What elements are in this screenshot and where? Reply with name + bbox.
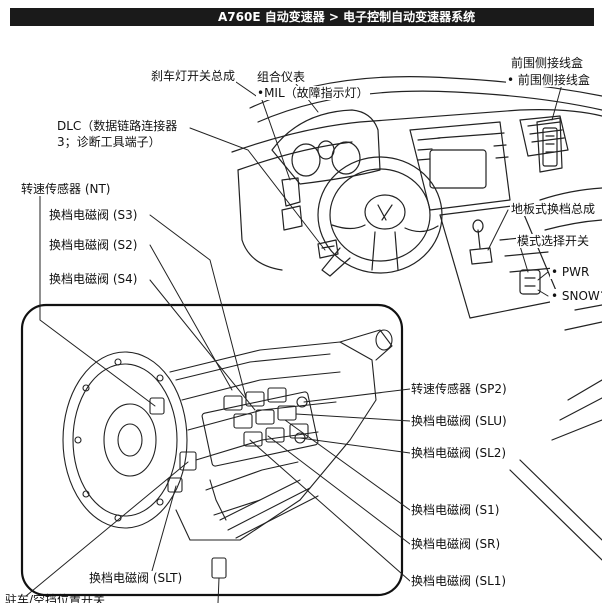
- label-combination-meter: 组合仪表: [256, 70, 307, 84]
- label-mode-snow: • SNOW: [550, 289, 601, 303]
- label-dlc-line1: DLC（数据链路连接器: [56, 119, 179, 133]
- dashboard-drawing: [231, 76, 602, 561]
- label-shift-solenoid-s4: 换档电磁阀 (S4): [48, 272, 139, 286]
- label-floor-shift-assembly: 地板式换档总成: [510, 202, 597, 216]
- label-shift-solenoid-sr: 换档电磁阀 (SR): [410, 537, 502, 551]
- label-mode-pwr: • PWR: [550, 265, 591, 279]
- label-shift-solenoid-slu: 换档电磁阀 (SLU): [410, 414, 508, 428]
- label-dlc-line2: 3；诊断工具端子）: [56, 135, 162, 149]
- label-speed-sensor-sp2: 转速传感器 (SP2): [410, 382, 508, 396]
- header-bar: A760E 自动变速器 > 电子控制自动变速器系统: [10, 8, 594, 26]
- label-mode-select-switch: 模式选择开关: [516, 234, 591, 248]
- label-shift-solenoid-sl2: 换档电磁阀 (SL2): [410, 446, 508, 460]
- label-shift-solenoid-s3: 换档电磁阀 (S3): [48, 208, 139, 222]
- label-shift-solenoid-slt: 换档电磁阀 (SLT): [88, 571, 184, 585]
- label-speed-sensor-nt: 转速传感器 (NT): [20, 182, 112, 196]
- label-brake-light-switch: 刹车灯开关总成: [150, 69, 237, 83]
- label-shift-solenoid-s2: 换档电磁阀 (S2): [48, 238, 139, 252]
- label-shift-solenoid-s1: 换档电磁阀 (S1): [410, 503, 501, 517]
- transmission-inset: [20, 303, 404, 597]
- label-park-neutral-switch: 驻车/空挡位置开关: [5, 593, 106, 603]
- leader-lines: [25, 81, 563, 603]
- label-front-junction-box-item: • 前围侧接线盒: [506, 73, 591, 87]
- header-title: A760E 自动变速器 > 电子控制自动变速器系统: [218, 10, 476, 24]
- label-mil: •MIL（故障指示灯）: [256, 86, 370, 100]
- label-front-junction-box: 前围侧接线盒: [510, 56, 585, 70]
- label-shift-solenoid-sl1: 换档电磁阀 (SL1): [410, 574, 508, 588]
